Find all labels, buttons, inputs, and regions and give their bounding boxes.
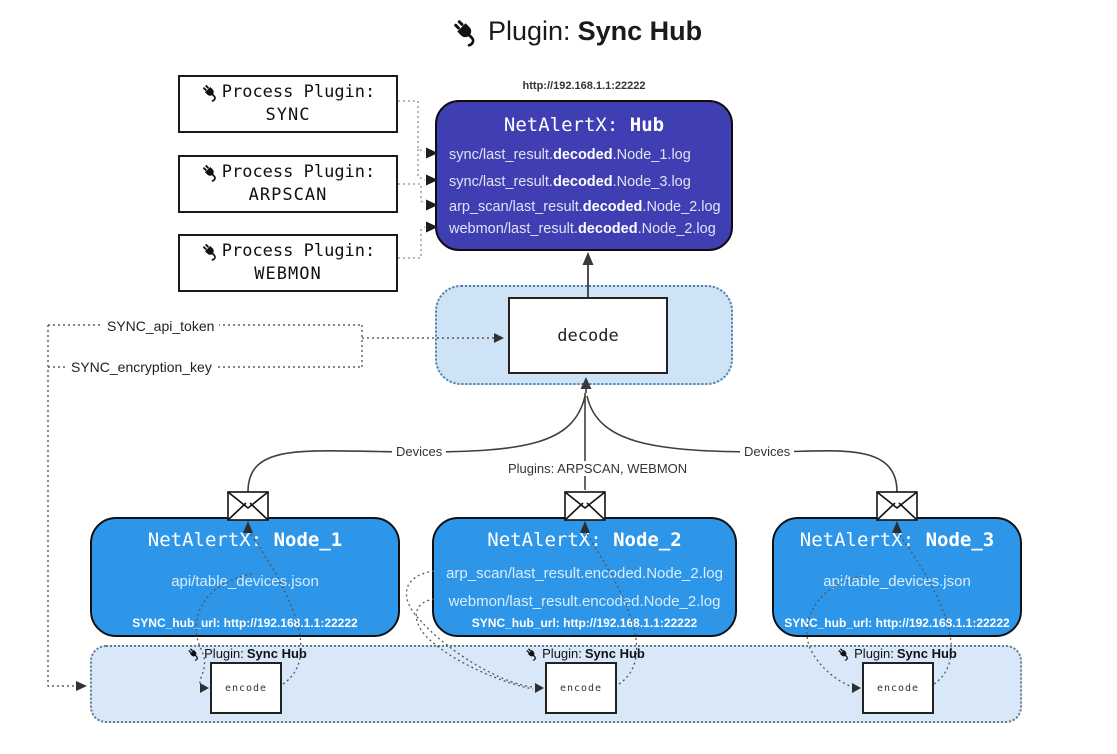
sync-api-token-label: SYNC_api_token bbox=[102, 318, 220, 334]
node-title: NetAlertX: Node_3 bbox=[799, 529, 995, 551]
hub-url-label: http://192.168.1.1:22222 bbox=[522, 80, 646, 92]
sync-encryption-key-label: SYNC_encryption_key bbox=[66, 359, 217, 375]
node-file: webmon/last_result.encoded.Node_2.log bbox=[448, 593, 721, 610]
hub-box: NetAlertX: Hub sync/last_result.decoded.… bbox=[435, 100, 733, 251]
plugins-center-label: Plugins: ARPSCAN, WEBMON bbox=[504, 461, 692, 476]
plug-icon bbox=[837, 647, 851, 661]
encode-box-1: encode bbox=[210, 662, 282, 714]
process-plugin-label: Process Plugin: bbox=[221, 162, 376, 182]
envelope-icon bbox=[227, 491, 269, 521]
hub-file-row: arp_scan/last_result.decoded.Node_2.log bbox=[449, 199, 721, 215]
envelope-icon bbox=[876, 491, 918, 521]
node-title: NetAlertX: Node_1 bbox=[147, 529, 343, 551]
node-file: api/table_devices.json bbox=[171, 573, 319, 590]
process-plugin-arpscan-box: Process Plugin: ARPSCAN bbox=[178, 155, 398, 213]
plug-icon bbox=[187, 647, 201, 661]
plug-icon bbox=[201, 83, 220, 102]
decode-box: decode bbox=[508, 297, 668, 374]
process-plugin-webmon-box: Process Plugin: WEBMON bbox=[178, 234, 398, 292]
node-hub-url: SYNC_hub_url: http://192.168.1.1:22222 bbox=[471, 616, 698, 630]
process-plugin-sync-box: Process Plugin: SYNC bbox=[178, 75, 398, 133]
devices-right-label: Devices bbox=[740, 444, 795, 459]
page-title: Plugin: Sync Hub bbox=[451, 16, 702, 47]
node-title: NetAlertX: Node_2 bbox=[487, 529, 682, 551]
title-label: Plugin: bbox=[488, 16, 571, 46]
plugin-to-hub-dotted-lines bbox=[398, 100, 426, 259]
node-2-box: NetAlertX: Node_2 arp_scan/last_result.e… bbox=[432, 517, 737, 637]
node-3-box: NetAlertX: Node_3 api/table_devices.json… bbox=[772, 517, 1022, 637]
hub-title: NetAlertX: Hub bbox=[437, 114, 731, 136]
plug-icon bbox=[201, 163, 220, 182]
node-hub-url: SYNC_hub_url: http://192.168.1.1:22222 bbox=[132, 616, 358, 630]
plug-icon bbox=[201, 242, 220, 261]
encoder-3-label: Plugin: Sync Hub bbox=[797, 646, 997, 661]
hub-file-row: sync/last_result.decoded.Node_3.log bbox=[449, 174, 691, 190]
encoder-1-label: Plugin: Sync Hub bbox=[147, 646, 347, 661]
hub-bottom-arrowhead bbox=[582, 252, 594, 265]
node-file: arp_scan/last_result.encoded.Node_2.log bbox=[446, 565, 723, 582]
plug-icon bbox=[451, 17, 481, 47]
hub-name-bold: Hub bbox=[629, 114, 665, 136]
process-plugin-name: ARPSCAN bbox=[248, 185, 328, 205]
process-plugin-name: WEBMON bbox=[254, 264, 322, 284]
envelope-icons bbox=[227, 491, 918, 521]
process-plugin-label: Process Plugin: bbox=[221, 241, 376, 261]
process-plugin-label: Process Plugin: bbox=[221, 82, 376, 102]
band-input-arrowhead bbox=[76, 681, 87, 691]
hub-file-row: sync/last_result.decoded.Node_1.log bbox=[449, 147, 691, 163]
process-plugin-name: SYNC bbox=[265, 105, 311, 125]
node-1-box: NetAlertX: Node_1 api/table_devices.json… bbox=[90, 517, 400, 637]
node-hub-url: SYNC_hub_url: http://192.168.1.1:22222 bbox=[784, 616, 1010, 630]
envelope-icon bbox=[564, 491, 606, 521]
node-file: api/table_devices.json bbox=[823, 573, 971, 590]
encode-box-3: encode bbox=[862, 662, 934, 714]
encoder-2-label: Plugin: Sync Hub bbox=[485, 646, 685, 661]
encode-box-2: encode bbox=[545, 662, 617, 714]
devices-left-label: Devices bbox=[392, 444, 447, 459]
hub-name: NetAlertX: bbox=[503, 114, 619, 136]
plug-icon bbox=[525, 647, 539, 661]
hub-file-row: webmon/last_result.decoded.Node_2.log bbox=[449, 221, 716, 237]
title-label-bold: Sync Hub bbox=[577, 16, 703, 46]
